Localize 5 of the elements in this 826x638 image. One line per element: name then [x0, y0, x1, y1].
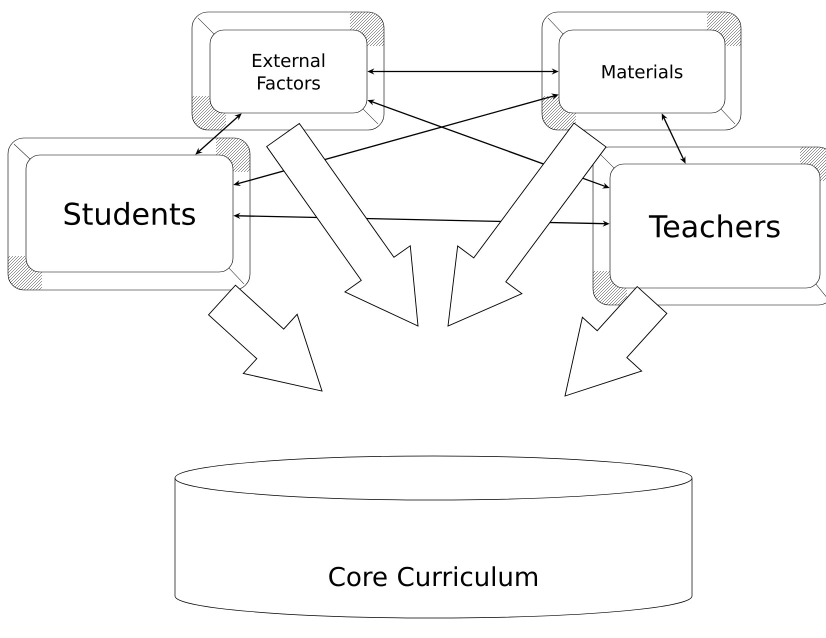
bevel-box: External Factors [192, 12, 384, 130]
bevel-box: Students [8, 138, 250, 290]
bevel-box: Teachers [592, 146, 826, 306]
bevel-box: Materials [542, 12, 742, 130]
cylinder: Core Curriculum [174, 456, 692, 618]
